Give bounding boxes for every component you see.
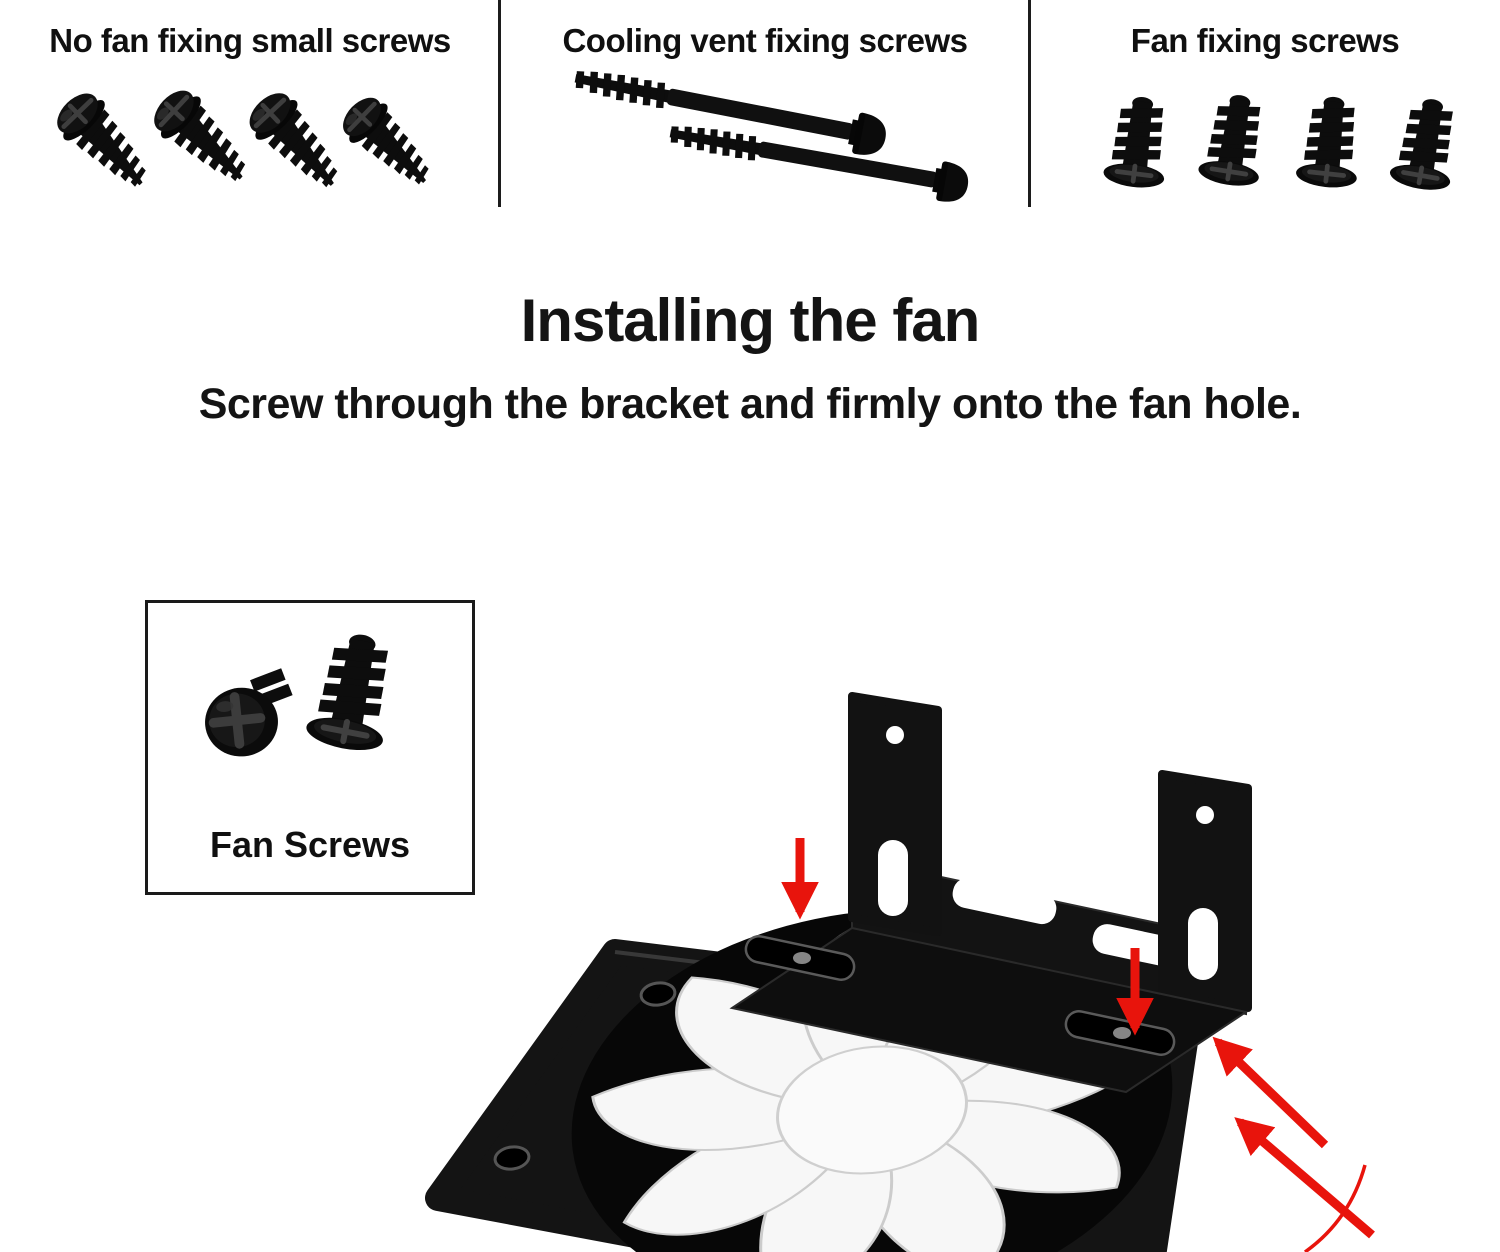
- panel-label: Cooling vent fixing screws: [562, 22, 968, 59]
- fan-screws-callout-box: Fan Screws: [145, 600, 475, 895]
- panel-label: Fan fixing screws: [1130, 22, 1400, 59]
- panel-fan-fixing-screws: Fan fixing screws: [1030, 0, 1500, 210]
- fan-corner-holes: [493, 981, 677, 1171]
- panel-no-fan-fixing-small-screws: No fan fixing small screws: [0, 0, 500, 210]
- fan-with-bracket-illustration: [425, 692, 1375, 1252]
- fan-screws-label: Fan Screws: [209, 824, 411, 865]
- page-subtitle: Screw through the bracket and firmly ont…: [198, 380, 1302, 428]
- panel-divider: [1028, 0, 1031, 207]
- panel-label: No fan fixing small screws: [49, 22, 451, 59]
- screw-direction-arrows: [781, 838, 1375, 1252]
- fan-impeller: [575, 917, 1160, 1252]
- panel-cooling-vent-fixing-screws: Cooling vent fixing screws: [500, 0, 1030, 210]
- page-title: Installing the fan: [520, 287, 981, 354]
- panel-divider: [498, 0, 501, 207]
- mounting-bracket: [729, 692, 1252, 1094]
- fan-screw-icon: [1284, 80, 1376, 203]
- fan-screw-icon: [1091, 80, 1184, 204]
- fan-screw-icon: [291, 618, 416, 763]
